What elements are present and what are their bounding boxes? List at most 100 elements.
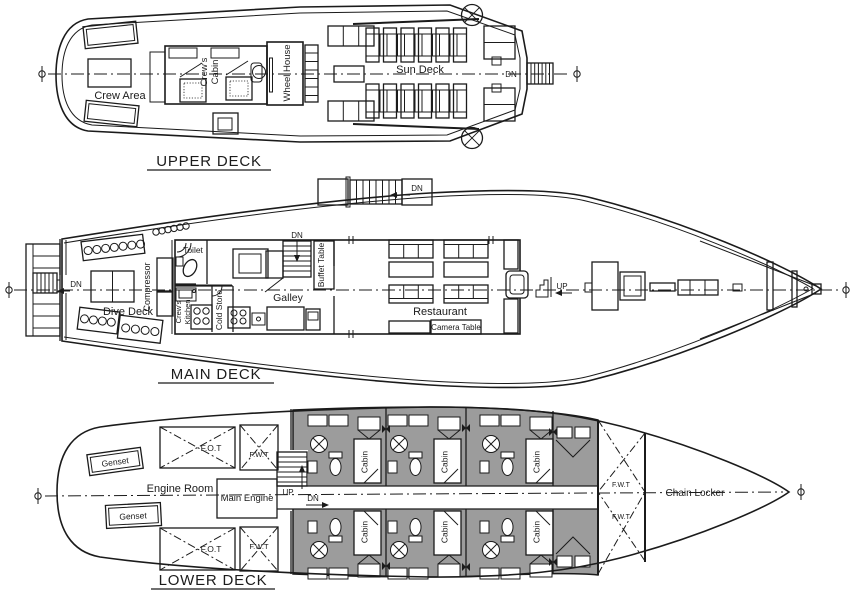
lower-centerline xyxy=(44,491,784,497)
bow-tanks: F.W.T F.W.T Chain Locker xyxy=(597,419,726,575)
tank-rack xyxy=(80,233,146,262)
genset-bottom: Genset xyxy=(104,501,163,530)
lower-stairs: UP DN xyxy=(276,451,329,508)
camera-table-label: Camera Table xyxy=(431,323,481,332)
main-engine-label: Main Engine xyxy=(221,493,274,504)
stern-stairs-dn: DN xyxy=(32,272,82,294)
dining-table xyxy=(388,261,434,278)
genset-top: Genset xyxy=(86,446,145,477)
fwt-bottom-label: F.W.T xyxy=(249,542,269,551)
wheel-house-label: Wheel House xyxy=(282,44,293,101)
toilet-label: Toilet xyxy=(183,245,203,255)
buffet-table-label: Buffet Table xyxy=(316,242,326,287)
centerline-symbol-icon xyxy=(842,281,850,299)
cold-store-label: Cold Store xyxy=(214,290,224,330)
galley-dn-label: DN xyxy=(291,231,303,240)
engine-room-label: Engine Room xyxy=(147,483,214,495)
compressor: Compressor xyxy=(142,257,174,317)
lower-up-label: UP xyxy=(282,488,293,497)
centerline-symbol-icon xyxy=(5,281,13,299)
mast-cross xyxy=(766,261,774,311)
compressor-label: Compressor xyxy=(142,262,152,311)
centerline-symbol-icon xyxy=(34,487,42,505)
crews-cabin: Crew's Cabin xyxy=(149,45,268,105)
cabin-label-2: Cabin xyxy=(440,451,450,473)
galley-label: Galley xyxy=(273,292,304,304)
crews-cabin-label-1: Crew's xyxy=(199,57,210,86)
crew-area-label: Crew Area xyxy=(94,90,146,102)
fwt-tank-bottom xyxy=(239,526,279,572)
deck-box xyxy=(591,261,619,311)
cold-store: Cold Store xyxy=(211,285,234,332)
main-bulwark-line xyxy=(63,194,815,384)
cabin-label-1: Cabin xyxy=(360,451,370,473)
cabinet xyxy=(503,298,519,334)
camera-table xyxy=(430,319,482,335)
restaurant-label: Restaurant xyxy=(413,306,467,318)
lower-deck-plan: Genset Genset F.O.T F.O.T F.W.T F.W.T Ma… xyxy=(34,406,805,590)
upper-deck-title: UPPER DECK xyxy=(156,153,262,170)
centerline-symbol-icon xyxy=(573,65,581,83)
corridor xyxy=(277,486,598,509)
dining-table xyxy=(443,261,489,278)
exterior-stairs-dn: DN xyxy=(317,176,433,208)
fwt-bow-top-label: F.W.T xyxy=(612,482,631,489)
lower-deck-title: LOWER DECK xyxy=(159,572,268,589)
fot-tank-top xyxy=(159,426,236,469)
upper-deck-plan: Crew Area Crew's Cabin Wheel House xyxy=(38,3,581,171)
dive-deck: Dive Deck xyxy=(76,222,190,344)
tank-row xyxy=(152,222,190,236)
centerline-symbol-icon xyxy=(797,483,805,501)
crews-cabin-label-2: Cabin xyxy=(210,60,221,85)
door-vestibule xyxy=(505,270,529,299)
cabin-label-5: Cabin xyxy=(440,521,450,543)
toilet-icon xyxy=(182,258,198,278)
stern-dn-label: DN xyxy=(70,280,82,289)
fot-top-label: F.O.T xyxy=(201,443,222,453)
cabin-label-3: Cabin xyxy=(532,451,542,473)
genset-top-label: Genset xyxy=(101,455,130,469)
fwt-tank-top xyxy=(239,424,279,471)
main-deck-plan: DN DN Dive De xyxy=(5,176,850,389)
exterior-stairs-dn-label: DN xyxy=(411,184,423,193)
dive-deck-label: Dive Deck xyxy=(103,306,154,318)
galley: Galley xyxy=(227,292,321,331)
deck-light-icon xyxy=(460,126,484,150)
lower-hull-outline xyxy=(56,406,791,578)
deckhouse: Toilet Crew's Kitchen Cold Store xyxy=(171,231,529,338)
crews-kitchen-label-2: Kitchen xyxy=(183,299,192,324)
upper-deck-trim xyxy=(61,10,521,137)
transom xyxy=(59,239,67,341)
berth xyxy=(179,78,207,103)
bow-up-label: UP xyxy=(556,282,567,291)
fwt-bow-bottom-label: F.W.T xyxy=(612,514,631,521)
cabin-label-6: Cabin xyxy=(532,521,542,543)
deck-light-icon xyxy=(460,3,484,27)
bench xyxy=(388,320,431,334)
buffet-table: Buffet Table xyxy=(313,240,335,290)
bow-stairs-up: UP xyxy=(535,277,572,298)
sun-deck-label: Sun Deck xyxy=(396,64,444,76)
hatch xyxy=(619,271,646,301)
tank-rack xyxy=(76,306,164,344)
upper-hull-outline xyxy=(55,4,528,143)
fot-tank-bottom xyxy=(159,527,236,571)
crews-kitchen: Crew's Kitchen xyxy=(174,285,213,332)
genset-bottom-label: Genset xyxy=(119,510,148,521)
berth xyxy=(225,76,253,101)
restaurant: Restaurant Camera Table xyxy=(333,239,529,335)
crews-kitchen-label-1: Crew's xyxy=(174,300,183,323)
stair-housing xyxy=(212,112,239,135)
helm-wheel-icon xyxy=(252,65,266,79)
toilet-room: Toilet xyxy=(175,240,208,285)
lower-dn-label: DN xyxy=(307,494,319,503)
bow-fitting xyxy=(811,283,822,295)
sun-deck: Sun Deck xyxy=(327,3,516,150)
centerline-symbol-icon xyxy=(38,65,46,83)
chain-locker-label: Chain Locker xyxy=(666,488,726,499)
galley-stairs-dn: DN xyxy=(264,231,312,293)
cabin-label-4: Cabin xyxy=(360,521,370,543)
crew-area-table xyxy=(87,58,132,88)
main-engine xyxy=(216,478,278,519)
